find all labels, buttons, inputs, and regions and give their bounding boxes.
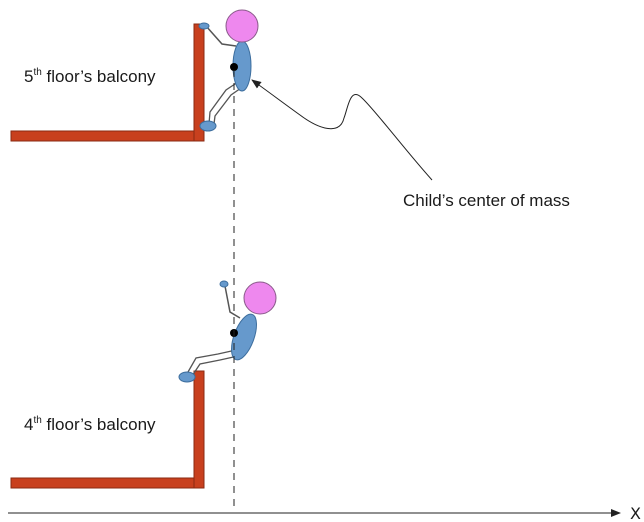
child-foot xyxy=(178,371,196,383)
child-arm xyxy=(205,25,237,47)
balcony-5th-floor xyxy=(10,23,205,142)
child-hand xyxy=(198,22,210,30)
child-head xyxy=(243,281,277,315)
balcony-5th-floor-label: 5th floor’s balcony xyxy=(24,67,156,86)
child-torso xyxy=(231,313,257,361)
center-of-mass-label: Child’s center of mass xyxy=(403,191,570,210)
balcony-4th-floor-label: 4th floor’s balcony xyxy=(24,415,156,434)
callout-arrow xyxy=(251,79,433,181)
child-arm xyxy=(224,285,241,319)
child-leg xyxy=(208,81,239,125)
child-leg xyxy=(187,349,237,373)
child-figure-upper xyxy=(198,9,259,132)
balcony-4th-floor xyxy=(10,370,205,489)
child-head xyxy=(225,9,259,43)
x-axis-label: X xyxy=(630,504,641,522)
center-of-mass-dot xyxy=(230,63,238,71)
child-figure-lower xyxy=(178,280,277,383)
child-hand xyxy=(219,280,229,288)
child-foot xyxy=(199,120,217,132)
